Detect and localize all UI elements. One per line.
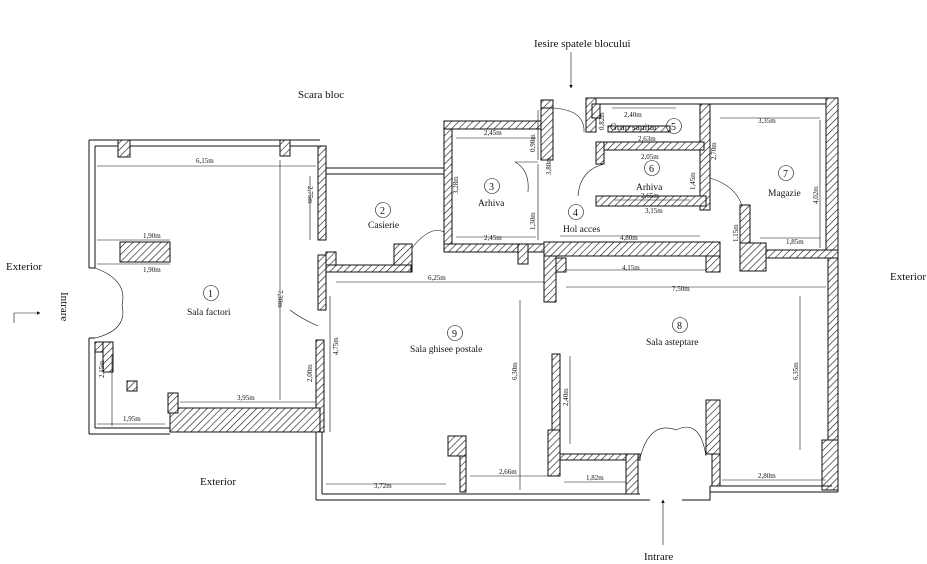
dim-395: 3,95m xyxy=(237,394,255,402)
dim-115: 1,15m xyxy=(732,224,740,242)
room-5-number: 5 xyxy=(671,122,676,133)
dim-240b: 2,40m xyxy=(562,388,570,406)
dim-480: 4,80m xyxy=(620,234,638,242)
dim-182: 1,82m xyxy=(586,474,604,482)
left-entrance-arrow xyxy=(13,311,41,323)
dim-635: 6,35m xyxy=(792,362,800,380)
walls xyxy=(88,97,839,501)
dim-280: 2,80m xyxy=(758,472,776,480)
dim-275: 2,75m xyxy=(306,186,314,204)
dim-265: 2,65m xyxy=(641,192,659,200)
room-2-name: Casierie xyxy=(368,221,399,231)
room-number-circles xyxy=(203,118,794,341)
dim-190b: 1,90m xyxy=(143,266,161,274)
label-scara-bloc: Scara bloc xyxy=(298,89,344,101)
room-1-number: 1 xyxy=(208,289,213,300)
dim-245b: 2,45m xyxy=(484,234,502,242)
dim-190: 1,90m xyxy=(143,232,161,240)
dim-215: 2,15m xyxy=(98,360,106,378)
dim-625: 6,25m xyxy=(428,274,446,282)
dim-402: 4,02m xyxy=(812,186,820,204)
label-exterior-left: Exterior xyxy=(6,261,42,273)
dim-630: 6,30m xyxy=(511,362,519,380)
dimension-lines xyxy=(97,107,826,490)
doors xyxy=(94,107,743,459)
dim-380: 3,80m xyxy=(545,157,553,175)
room-3-name: Arhiva xyxy=(478,199,505,209)
dim-750: 7,50m xyxy=(672,285,690,293)
dim-130: 1,30m xyxy=(529,212,537,230)
label-exterior-right: Exterior xyxy=(890,271,926,283)
dim-205: 2,05m xyxy=(641,153,659,161)
dim-098: 0,98m xyxy=(529,134,537,152)
dim-328: 3,28m xyxy=(452,176,460,194)
room-3-number: 3 xyxy=(489,182,494,193)
room-8-number: 8 xyxy=(677,321,682,332)
dim-240: 2,40m xyxy=(624,111,642,119)
dim-315: 3,15m xyxy=(645,207,663,215)
room-6-name: Arhiva xyxy=(636,183,663,193)
dim-415: 4,15m xyxy=(622,264,640,272)
room-5-name: Grup sanitar xyxy=(610,123,658,133)
dim-270: 2,70m xyxy=(710,142,718,160)
room-6-number: 6 xyxy=(649,164,654,175)
dim-263: 2,63m xyxy=(638,135,656,143)
room-7-number: 7 xyxy=(783,169,788,180)
room-4-name: Hol acces xyxy=(563,225,600,235)
dim-145: 1,45m xyxy=(689,172,697,190)
dim-372: 3,72m xyxy=(374,482,392,490)
room-4-number: 4 xyxy=(573,208,578,219)
dim-200: 2,00m xyxy=(306,364,314,382)
room-9-name: Sala ghisee postale xyxy=(410,345,482,355)
dim-245a: 2,45m xyxy=(484,129,502,137)
label-intrare-bottom: Intrare xyxy=(644,551,673,563)
room-9-number: 9 xyxy=(452,329,457,340)
room-7-name: Magazie xyxy=(768,189,801,199)
dim-615: 6,15m xyxy=(196,157,214,165)
room-8-name: Sala asteptare xyxy=(646,338,699,348)
label-intrare-left: Intrare xyxy=(58,292,70,321)
dim-730: 7,30m xyxy=(276,290,284,308)
dim-195: 1,95m xyxy=(123,415,141,423)
dim-475: 4,75m xyxy=(332,337,340,355)
room-1-name: Sala factori xyxy=(187,307,231,318)
dim-082: 0,82m xyxy=(598,112,606,130)
dim-185: 1,85m xyxy=(786,238,804,246)
label-iesire: Iesire spatele blocului xyxy=(534,38,631,50)
room-2-number: 2 xyxy=(380,206,385,217)
dim-335: 3,35m xyxy=(758,117,776,125)
dim-266: 2,66m xyxy=(499,468,517,476)
label-exterior-bottom: Exterior xyxy=(200,476,236,488)
